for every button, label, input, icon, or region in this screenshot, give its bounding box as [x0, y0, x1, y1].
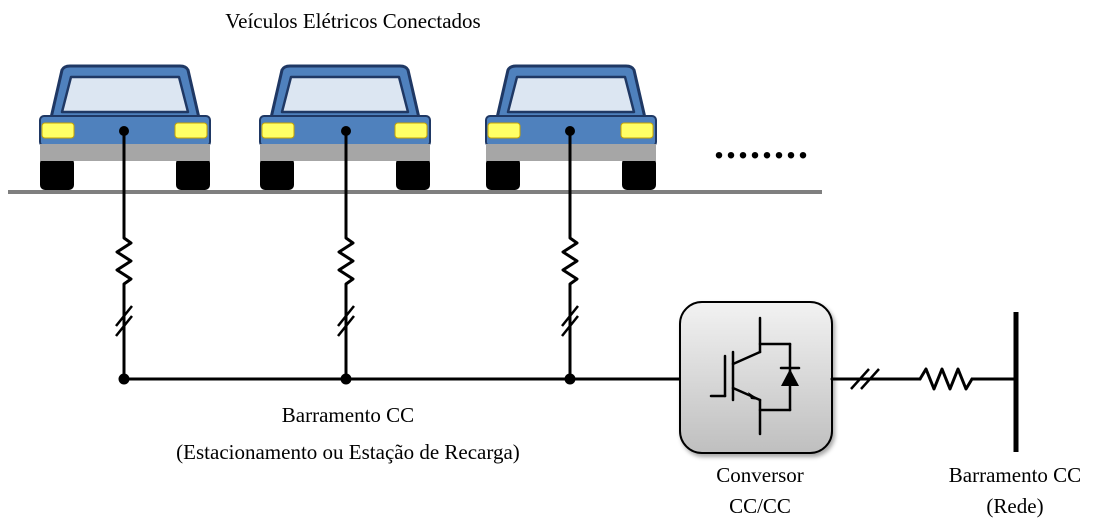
branch-resistor-icon	[561, 129, 579, 381]
dc-bus-parking-label: Barramento CC	[282, 403, 414, 427]
branch-wires	[115, 129, 579, 381]
dc-dc-converter	[679, 301, 833, 454]
dc-bus-parking-sublabel: (Estacionamento ou Estação de Recarga)	[176, 440, 520, 464]
branch-resistor-icon	[337, 129, 355, 381]
dc-bus-grid-label: Barramento CC	[949, 463, 1081, 487]
bus-node-2	[340, 373, 352, 385]
converter-box	[679, 301, 833, 454]
emitter-arrow-icon	[748, 392, 760, 400]
headlight-right	[394, 122, 428, 139]
diode-icon	[781, 369, 799, 386]
bus-node-3	[564, 373, 576, 385]
headlight-left	[487, 122, 521, 139]
vehicles-group	[39, 64, 657, 190]
multiphase-marker-a	[337, 305, 355, 327]
tire-right	[176, 158, 210, 190]
windshield	[280, 75, 410, 114]
branch-resistor-icon	[115, 129, 133, 381]
converter-label: Conversor	[716, 463, 804, 487]
multiphase-marker	[850, 368, 880, 390]
more-vehicles-ellipsis: ........	[714, 122, 810, 167]
converter-sublabel: CC/CC	[729, 494, 791, 518]
diagram-title: Veículos Elétricos Conectados	[225, 9, 480, 33]
tire-right	[622, 158, 656, 190]
multiphase-marker-a	[561, 305, 579, 327]
tire-left	[260, 158, 294, 190]
branch-1	[115, 129, 133, 381]
grid-resistor-icon	[918, 367, 974, 391]
branch-3	[561, 129, 579, 381]
bus-node-1	[118, 373, 130, 385]
headlight-right	[174, 122, 208, 139]
vehicle-2	[259, 64, 431, 190]
multiphase-marker-a	[115, 305, 133, 327]
bus-nodes	[118, 373, 576, 385]
headlight-left	[261, 122, 295, 139]
tire-left	[486, 158, 520, 190]
headlight-left	[41, 122, 75, 139]
multiphase-marker-b	[337, 315, 355, 337]
windshield	[60, 75, 190, 114]
vehicle-3	[485, 64, 657, 190]
tire-right	[396, 158, 430, 190]
windshield	[506, 75, 636, 114]
tire-left	[40, 158, 74, 190]
multiphase-marker-b	[561, 315, 579, 337]
dc-bus-grid-sublabel: (Rede)	[986, 494, 1043, 518]
headlight-right	[620, 122, 654, 139]
branch-2	[337, 129, 355, 381]
multiphase-marker-b	[115, 315, 133, 337]
